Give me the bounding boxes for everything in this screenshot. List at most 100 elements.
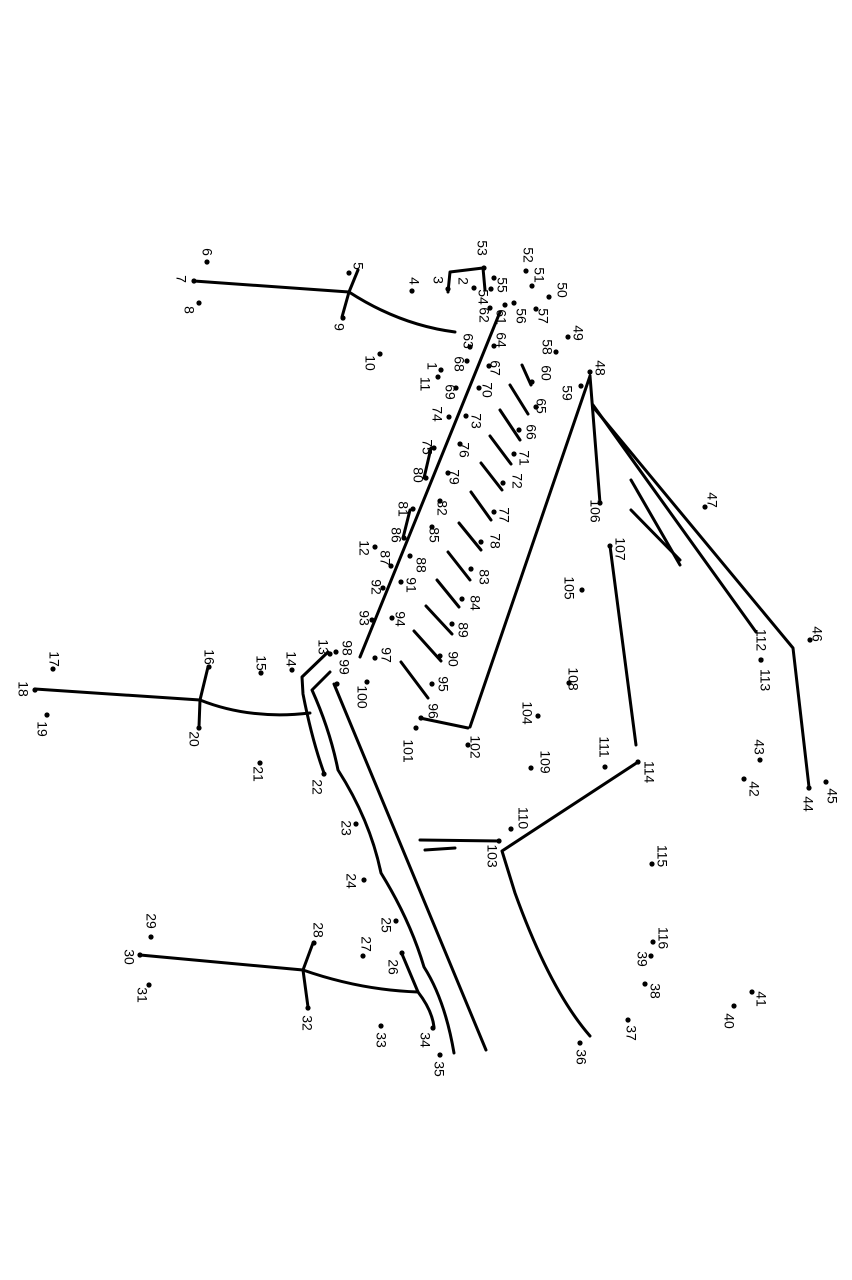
dot-82: 82 [434,498,450,516]
dot-label: 85 [426,527,442,543]
dot-38: 38 [642,981,663,999]
dot-label: 23 [338,820,354,836]
dot-label: 83 [476,569,492,585]
dot-marker [511,451,517,457]
dot-83: 83 [468,566,492,585]
stripe-13 [422,446,433,480]
upper-tail-spine [192,279,351,294]
stripe-7 [457,521,483,552]
dot-88: 88 [407,553,429,573]
dot-50: 50 [546,282,570,300]
dot-marker [529,379,535,385]
dot-label: 20 [186,731,202,747]
dot-marker [327,651,333,657]
stripe-4 [488,434,513,466]
lower-wing [500,760,640,1038]
dot-label: 80 [410,467,426,483]
dot-114: 114 [635,759,657,783]
dot-marker [741,776,747,782]
body-loop-inner [310,670,456,1055]
dot-label: 25 [378,917,394,933]
dot-label: 76 [456,442,472,458]
dot-6: 6 [199,248,215,265]
dot-label: 10 [362,355,378,371]
dot-marker [648,953,654,959]
dot-label: 73 [468,413,484,429]
dot-label: 87 [377,550,393,566]
dot-92: 92 [368,579,386,595]
dot-marker [446,414,452,420]
dot-label: 114 [641,761,657,784]
dot-67: 67 [486,360,503,376]
dot-marker [579,587,585,593]
dot-108: 108 [565,667,581,691]
dot-label: 95 [435,676,451,692]
dot-label: 4 [406,277,422,285]
dot-54: 54 [475,286,494,305]
dot-marker [529,283,535,289]
dot-16: 16 [201,649,217,670]
dot-marker [587,369,593,375]
dot-41: 41 [749,989,769,1007]
dot-marker [372,655,378,661]
dot-marker [413,725,419,731]
dot-label: 70 [479,382,495,398]
stripe-6 [469,490,493,522]
dot-marker [486,363,492,369]
dot-marker [360,953,366,959]
neck-link [418,716,470,730]
dot-marker [399,950,405,956]
dot-label: 93 [356,610,372,626]
dot-label: 60 [538,365,554,381]
dot-marker [398,579,404,585]
body-loop-outer [300,650,330,775]
dot-label: 37 [623,1025,639,1041]
dot-99: 99 [334,659,352,687]
dot-39: 39 [634,951,654,967]
dot-19: 19 [34,712,50,737]
dot-marker [346,270,352,276]
dot-marker [476,385,482,391]
dot-label: 31 [134,987,150,1003]
dot-43: 43 [751,739,767,763]
dot-116: 116 [650,927,671,949]
dot-label: 105 [561,576,577,600]
numbered-dots: 1234567891011121314151617181920212223242… [15,240,840,1077]
dot-marker [389,615,395,621]
dot-marker [438,367,444,373]
dot-marker [702,504,708,510]
dot-marker [487,305,493,311]
mid-tail-fork [197,665,210,729]
dot-marker [535,713,541,719]
dot-label: 9 [331,323,347,331]
dot-label: 47 [704,492,720,508]
dot-label: 115 [654,845,670,868]
upper-tail-curve [347,290,457,334]
dot-label: 103 [484,844,500,868]
dot-marker [491,343,497,349]
pre-drawn-lines [33,266,811,1055]
dot-marker [191,278,197,284]
dot-113: 113 [757,657,773,691]
dot-label: 57 [535,308,551,324]
dot-marker [340,315,346,321]
wing-outer [592,406,811,789]
dot-marker [146,982,152,988]
dot-20: 20 [186,725,202,747]
dot-label: 63 [460,333,476,349]
dot-label: 7 [173,275,189,283]
dot-label: 107 [612,537,628,561]
dot-marker [491,509,497,515]
dot-15: 15 [253,655,269,676]
dot-marker [445,470,451,476]
dot-label: 111 [596,736,612,757]
dot-label: 104 [519,701,535,725]
dot-label: 52 [520,247,536,263]
dot-marker [649,861,655,867]
dot-marker [478,539,484,545]
dot-marker [468,566,474,572]
dot-105: 105 [561,576,585,600]
stripe-3 [498,408,522,442]
dot-marker [757,757,763,763]
dot-label: 89 [455,622,471,638]
